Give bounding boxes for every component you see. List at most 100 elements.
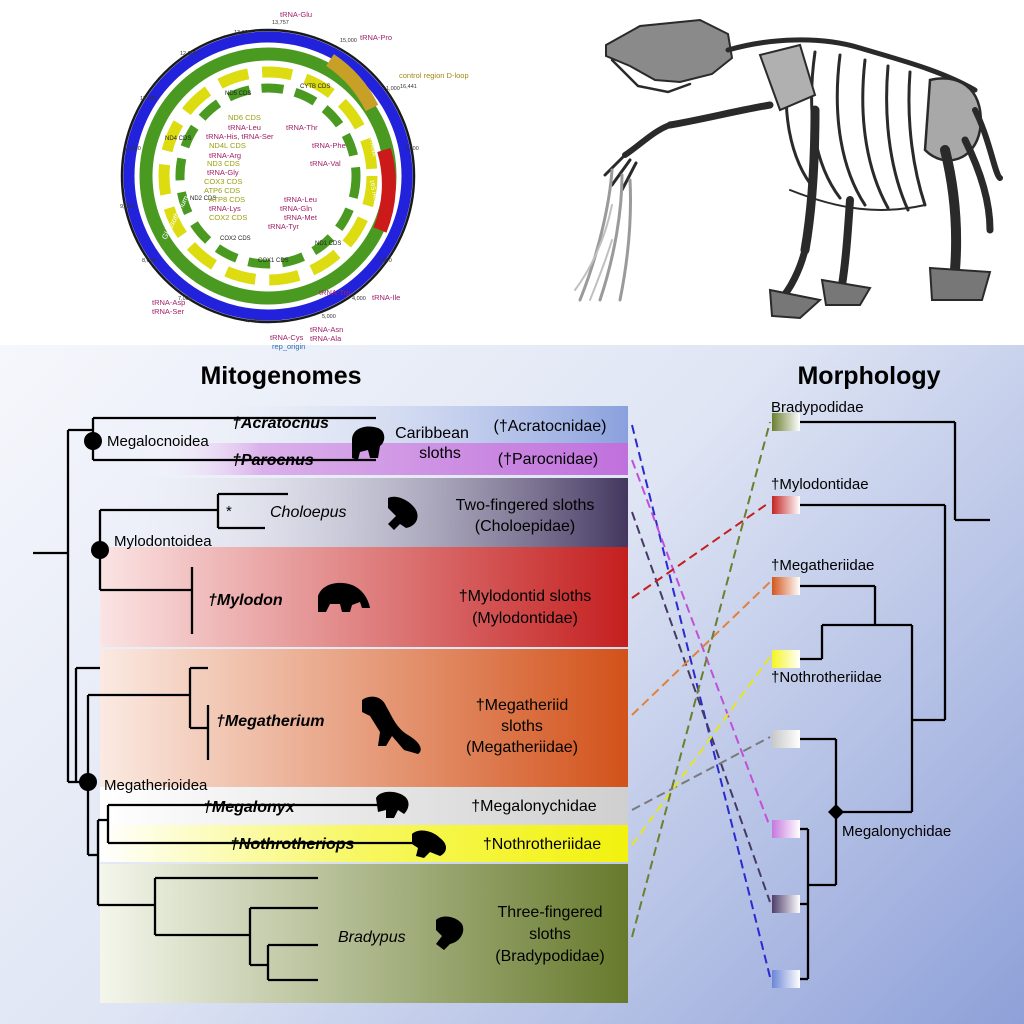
mito-cds-label: ND5 CDS [225, 91, 251, 97]
caribbean-label-line1: Caribbean [395, 425, 469, 442]
connector-megalonyx [631, 736, 771, 811]
dloop-arc [325, 54, 379, 112]
mitogenome-map: 13,75713,00012,00011,00010,0009,0008,000… [120, 10, 469, 351]
mito-position-number: 1,000 [386, 86, 400, 92]
morph-label-bradypodidae: Bradypodidae [771, 399, 864, 416]
nothrotheriops-silhouette [412, 830, 446, 858]
choloepidae-label-line2: (Choloepidae) [475, 518, 576, 535]
megatherium-band [100, 649, 628, 787]
mito-feature-label: tRNA-Arg [209, 151, 241, 160]
mito-feature-label: ND4L CDS [209, 141, 246, 150]
connector-nothrotheriops [631, 656, 771, 846]
mito-feature-label: tRNA-Thr [286, 123, 318, 132]
megalonychidae-node [828, 804, 844, 820]
mylodontidae-label-line1: †Mylodontid sloths [459, 588, 592, 605]
megalonyx-silhouette [376, 791, 409, 818]
megatherium-label: †Megatherium [216, 713, 324, 730]
mito-feature-label: tRNA-Asp [152, 298, 185, 307]
mito-position-number: 6,000 [245, 318, 259, 324]
mylodontoidea-label: Mylodontoidea [114, 533, 212, 550]
choloepus-band [100, 478, 628, 547]
mito-feature-label: COX3 CDS [204, 177, 242, 186]
megalocnoidea-label: Megalocnoidea [107, 433, 209, 450]
mito-position-number: 3,000 [378, 258, 392, 264]
mito-inner-ring [175, 83, 361, 269]
mito-feature-label: tRNA-Leu [284, 195, 317, 204]
morphology-heading: Morphology [797, 362, 940, 390]
mito-position-number: 13,000 [234, 30, 251, 36]
mito-feature-label: tRNA-Leu [228, 123, 261, 132]
mito-feature-label: tRNA-Lys [209, 204, 241, 213]
mito-position-number: 11,000 [140, 96, 156, 102]
megatheriidae-label-line2: sloths [501, 718, 543, 735]
mito-position-number: 9,000 [120, 204, 134, 210]
connector-parocnus [631, 459, 771, 828]
mito-feature-label: tRNA-Val [310, 159, 341, 168]
mylodontidae-label-line2: (Mylodontidae) [472, 610, 578, 627]
caribbean-sloth-skull-silhouette [352, 426, 385, 460]
mito-cds-label: COX2 CDS [220, 236, 251, 242]
mito-feature-label: ATP8 CDS [209, 195, 245, 204]
mito-feature-label: tRNA-Cys [270, 333, 304, 342]
mitogenomes-heading: Mitogenomes [200, 362, 361, 390]
megalonychidae-label: †Megalonychidae [471, 798, 597, 815]
mito-feature-label: tRNA-Glu [280, 10, 312, 19]
nothrotheriops-label: †Nothrotheriops [230, 836, 355, 853]
acratocnidae-label: (†Acratocnidae) [494, 418, 607, 435]
mito-feature-label: tRNA-Gly [207, 168, 239, 177]
mito-feature-label: tRNA-Met [284, 213, 318, 222]
morph-label-megalonychidae: Megalonychidae [842, 823, 951, 840]
mito-feature-label: tRNA-Ala [310, 334, 342, 343]
mito-feature-label: ND3 CDS [207, 159, 240, 168]
mito-position-number: 2,000 [405, 146, 419, 152]
mitogenome-tree [33, 416, 412, 982]
morph-label-nothrotheriidae: †Nothrotheriidae [771, 669, 882, 686]
connector-lines [631, 421, 771, 978]
parocnus-label: †Parocnus [232, 452, 314, 469]
megatherium-silhouette [362, 696, 421, 754]
megatheriidae-label-line3: (Megatheriidae) [466, 739, 578, 756]
mito-feature-label: tRNA-Tyr [268, 222, 299, 231]
mito-cds-label: ND2 CDS [190, 196, 216, 202]
mito-feature-label: tRNA-His, tRNA-Ser [206, 132, 274, 141]
mito-feature-label: tRNA-Gln [280, 204, 312, 213]
mito-feature-label: tRNA-Ser [152, 307, 185, 316]
morphology-tree [800, 420, 990, 981]
morph-square-megalonyx [772, 730, 800, 748]
connector-mylodon [631, 501, 771, 599]
connector-megatherium [631, 581, 771, 716]
mito-feature-label: control region D-loop [399, 71, 469, 80]
mito-rrna-label: 12S rRNA [366, 129, 377, 157]
connector-bradypus [631, 421, 771, 938]
mito-rrna-label: 16S rRNA [368, 179, 379, 207]
bradypodidae-label-line2: sloths [529, 926, 571, 943]
silhouettes [318, 426, 464, 950]
mylodon-label: †Mylodon [208, 592, 283, 609]
morph-label-megatheriidae: †Megatheriidae [771, 557, 874, 574]
mito-position-labels: 13,75713,00012,00011,00010,0009,0008,000… [120, 20, 419, 324]
mito-feature-label: COX2 CDS [209, 213, 247, 222]
bradypodidae-label-line1: Three-fingered [498, 904, 603, 921]
skeleton-illustration [574, 18, 1003, 320]
morph-square-parocnus [772, 820, 800, 838]
bradypus-label: Bradypus [338, 929, 406, 946]
mito-feature-label: tRNA-Phe [312, 141, 346, 150]
mito-position-number: 15,000 [340, 38, 357, 44]
mito-position-number: 13,757 [272, 20, 289, 26]
mito-outer-ring [120, 28, 416, 324]
mito-position-number: 12,000 [180, 51, 197, 57]
mito-feature-label: tRNA-Trp [319, 288, 350, 297]
connector-acratocnus [631, 424, 771, 978]
mito-cds-label: ND4 CDS [165, 136, 191, 142]
connector-choloepus [631, 511, 771, 903]
megatheriidae-label-line1: †Megatheriid [476, 697, 569, 714]
mito-feature-label: rep_origin [272, 342, 305, 351]
mito-position-number: 16,441 [400, 84, 417, 90]
mito-position-number: 7,000 [178, 296, 192, 302]
morph-square-bradypodidae [772, 413, 800, 431]
morph-square-choloepus [772, 895, 800, 913]
mito-feature-label: ATP6 CDS [204, 186, 240, 195]
megatherioidea-label: Megatherioidea [104, 777, 208, 794]
